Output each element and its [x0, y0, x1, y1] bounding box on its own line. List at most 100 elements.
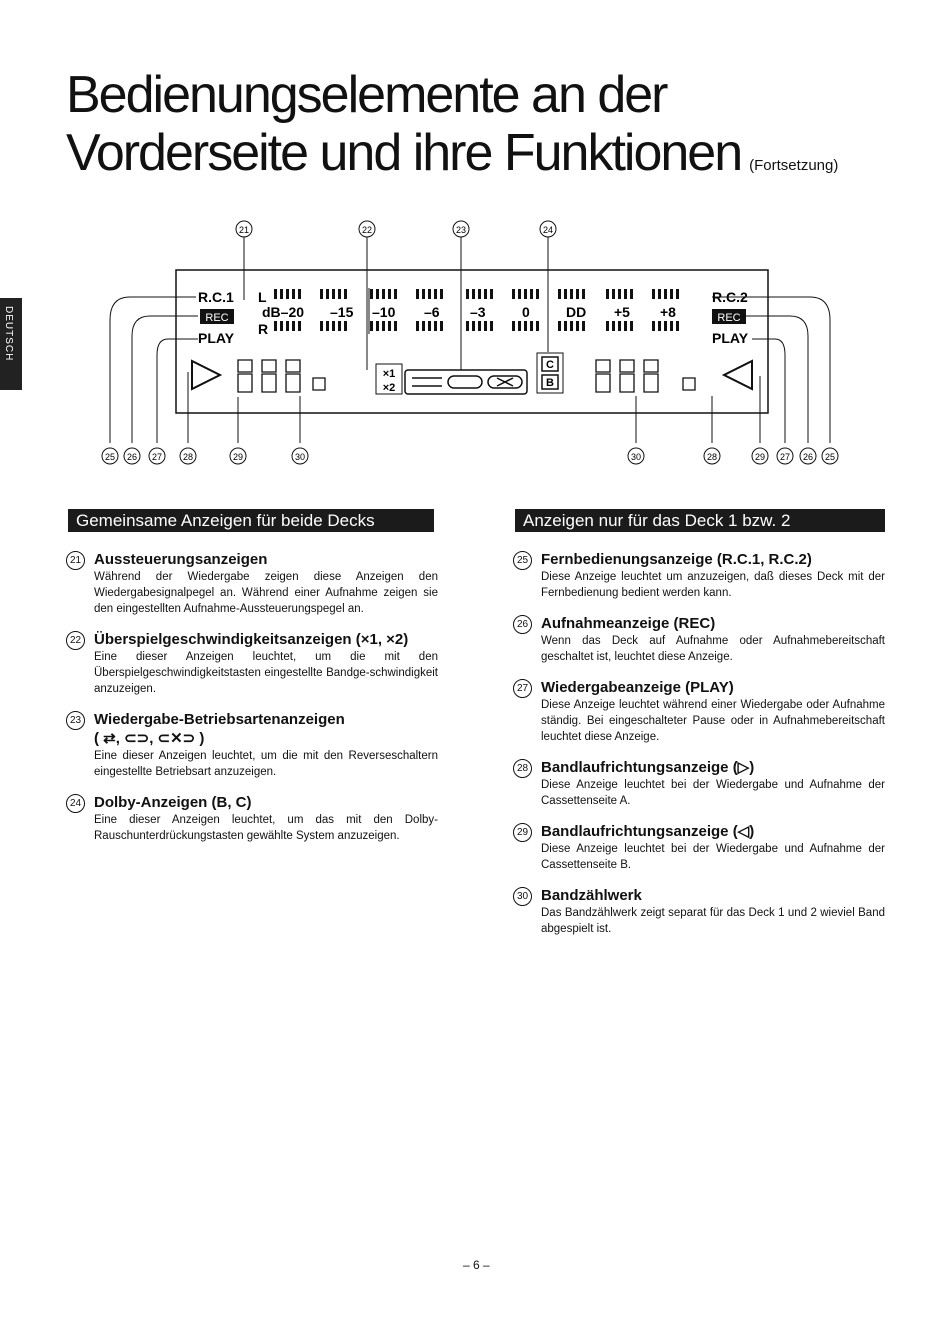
db-scale-label: +5: [614, 304, 630, 320]
meter-segment: [536, 289, 539, 299]
svg-text:21: 21: [239, 225, 249, 235]
speed-x2: ×2: [383, 382, 396, 394]
meter-segment: [606, 321, 609, 331]
callout-circle: [123, 447, 141, 465]
meter-segment: [440, 289, 443, 299]
item-number: 29: [513, 823, 532, 842]
meter-segment: [274, 321, 277, 331]
meter-segment: [320, 289, 323, 299]
item-number: 21: [66, 551, 85, 570]
meter-segment: [490, 289, 493, 299]
right-column: 25 Fernbedienungsanzeige (R.C.1, R.C.2) …: [513, 550, 885, 950]
item-title-symbols: ( ⇄, ⊂⊃, ⊂✕⊃ ): [94, 730, 205, 747]
language-tab-label: DEUTSCH: [3, 306, 14, 362]
callout-number: 26: [803, 452, 813, 462]
meter-segment: [676, 321, 679, 331]
item-title: Aufnahmeanzeige (REC): [541, 615, 716, 632]
list-item-25: 25 Fernbedienungsanzeige (R.C.1, R.C.2) …: [513, 550, 885, 601]
callout-number: 28: [183, 452, 193, 462]
item-title: Bandlaufrichtungsanzeige (▷): [541, 759, 755, 776]
item-number: 24: [66, 794, 85, 813]
db-scale-label: –15: [330, 304, 354, 320]
meter-segment: [652, 289, 655, 299]
list-item-26: 26 Aufnahmeanzeige (REC) Wenn das Deck a…: [513, 614, 885, 665]
meter-segment: [466, 321, 469, 331]
item-text: Eine dieser Anzeigen leuchtet, um die mi…: [94, 750, 438, 778]
list-item-21: 21 Aussteuerungsanzeigen Während der Wie…: [66, 550, 438, 617]
meter-segment: [512, 289, 515, 299]
meter-segment: [612, 321, 615, 331]
item-text: Diese Anzeige leuchtet bei der Wiedergab…: [541, 843, 885, 871]
meter-segment: [670, 321, 673, 331]
meter-segment: [478, 289, 481, 299]
item-number: 25: [513, 551, 532, 570]
meter-segment: [576, 289, 579, 299]
channel-r: R: [258, 321, 268, 337]
leader-lines-left: [109, 296, 831, 443]
meter-segment: [652, 321, 655, 331]
callout-circle: [821, 447, 839, 465]
speed-x1: ×1: [383, 368, 396, 380]
display-diagram: 21 22 23 24 R.C.1 REC PLAY R.C.2 REC PLA…: [101, 220, 839, 465]
meter-segment: [536, 321, 539, 331]
dolby-box: [536, 352, 564, 394]
section-heading-common: Gemeinsame Anzeigen für beide Decks: [68, 509, 434, 532]
list-item-28: 28 Bandlaufrichtungsanzeige (▷) Diese An…: [513, 758, 885, 809]
meter-segment: [382, 289, 385, 299]
svg-text:REC: REC: [717, 312, 740, 324]
item-title: Wiedergabeanzeige (PLAY): [541, 679, 734, 696]
meter-segment: [478, 321, 481, 331]
list-item-29: 29 Bandlaufrichtungsanzeige (◁) Diese An…: [513, 822, 885, 873]
item-title: Wiedergabe-Betriebsartenanzeigen: [94, 711, 345, 728]
left-column: 21 Aussteuerungsanzeigen Während der Wie…: [66, 550, 438, 857]
meter-segment: [320, 321, 323, 331]
item-text: Diese Anzeige leuchtet bei der Wiedergab…: [541, 779, 885, 807]
meter-segment: [630, 289, 633, 299]
item-text: Das Bandzählwerk zeigt separat für das D…: [541, 907, 885, 935]
db-scale-label: +8: [660, 304, 676, 320]
meter-segment: [472, 321, 475, 331]
meter-segment: [298, 321, 301, 331]
meter-segment: [484, 289, 487, 299]
callout-circle: [179, 447, 197, 465]
item-text: Diese Anzeige leuchtet während einer Wie…: [541, 699, 885, 743]
meter-segment: [518, 289, 521, 299]
language-tab: DEUTSCH: [0, 298, 22, 390]
item-number: 22: [66, 631, 85, 650]
meter-segment: [280, 321, 283, 331]
meter-segment: [416, 289, 419, 299]
item-number: 27: [513, 679, 532, 698]
item-title: Aussteuerungsanzeigen: [94, 551, 268, 568]
callout-circle: [751, 447, 769, 465]
play-label-left: PLAY: [198, 330, 235, 346]
svg-text:C: C: [546, 359, 554, 371]
svg-text:22: 22: [362, 225, 372, 235]
list-item-22: 22 Überspielgeschwindigkeitsanzeigen (×1…: [66, 630, 438, 697]
item-text: Diese Anzeige leuchtet um anzuzeigen, da…: [541, 571, 885, 599]
callout-circle: [148, 447, 166, 465]
title-line-1: Bedienungselemente an der: [66, 66, 668, 124]
meter-segment: [274, 289, 277, 299]
meter-segment: [664, 289, 667, 299]
meter-segment: [370, 289, 373, 299]
meter-segment: [664, 321, 667, 331]
meter-segment: [524, 321, 527, 331]
title-suffix: (Fortsetzung): [749, 157, 839, 174]
db-scale-label: DD: [566, 304, 586, 320]
db-scale-label: dB–20: [262, 304, 304, 320]
callout-circle: [291, 447, 309, 465]
meter-segment: [428, 289, 431, 299]
display-frame: [175, 269, 769, 414]
meter-segment: [326, 321, 329, 331]
callout-number: 26: [127, 452, 137, 462]
callout-circle: [703, 447, 721, 465]
meter-segment: [484, 321, 487, 331]
meter-segment: [394, 289, 397, 299]
rc1-label: R.C.1: [198, 289, 234, 305]
meter-segment: [292, 289, 295, 299]
list-item-24: 24 Dolby-Anzeigen (B, C) Eine dieser Anz…: [66, 793, 438, 844]
reverse-mode-icons: [404, 369, 528, 395]
meter-segment: [338, 321, 341, 331]
meter-segment: [298, 289, 301, 299]
